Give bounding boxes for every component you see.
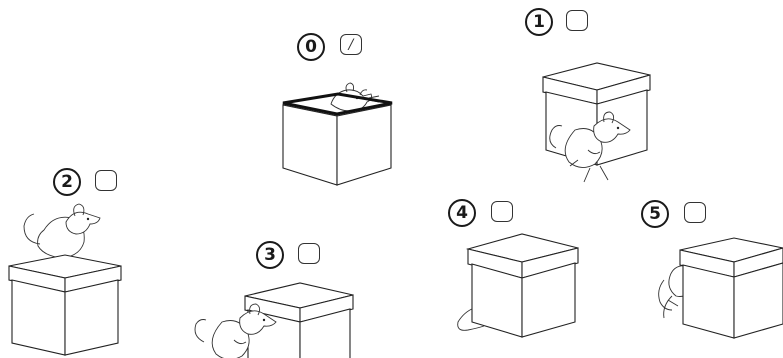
box-with-mouse-behind-icon [0,0,783,358]
